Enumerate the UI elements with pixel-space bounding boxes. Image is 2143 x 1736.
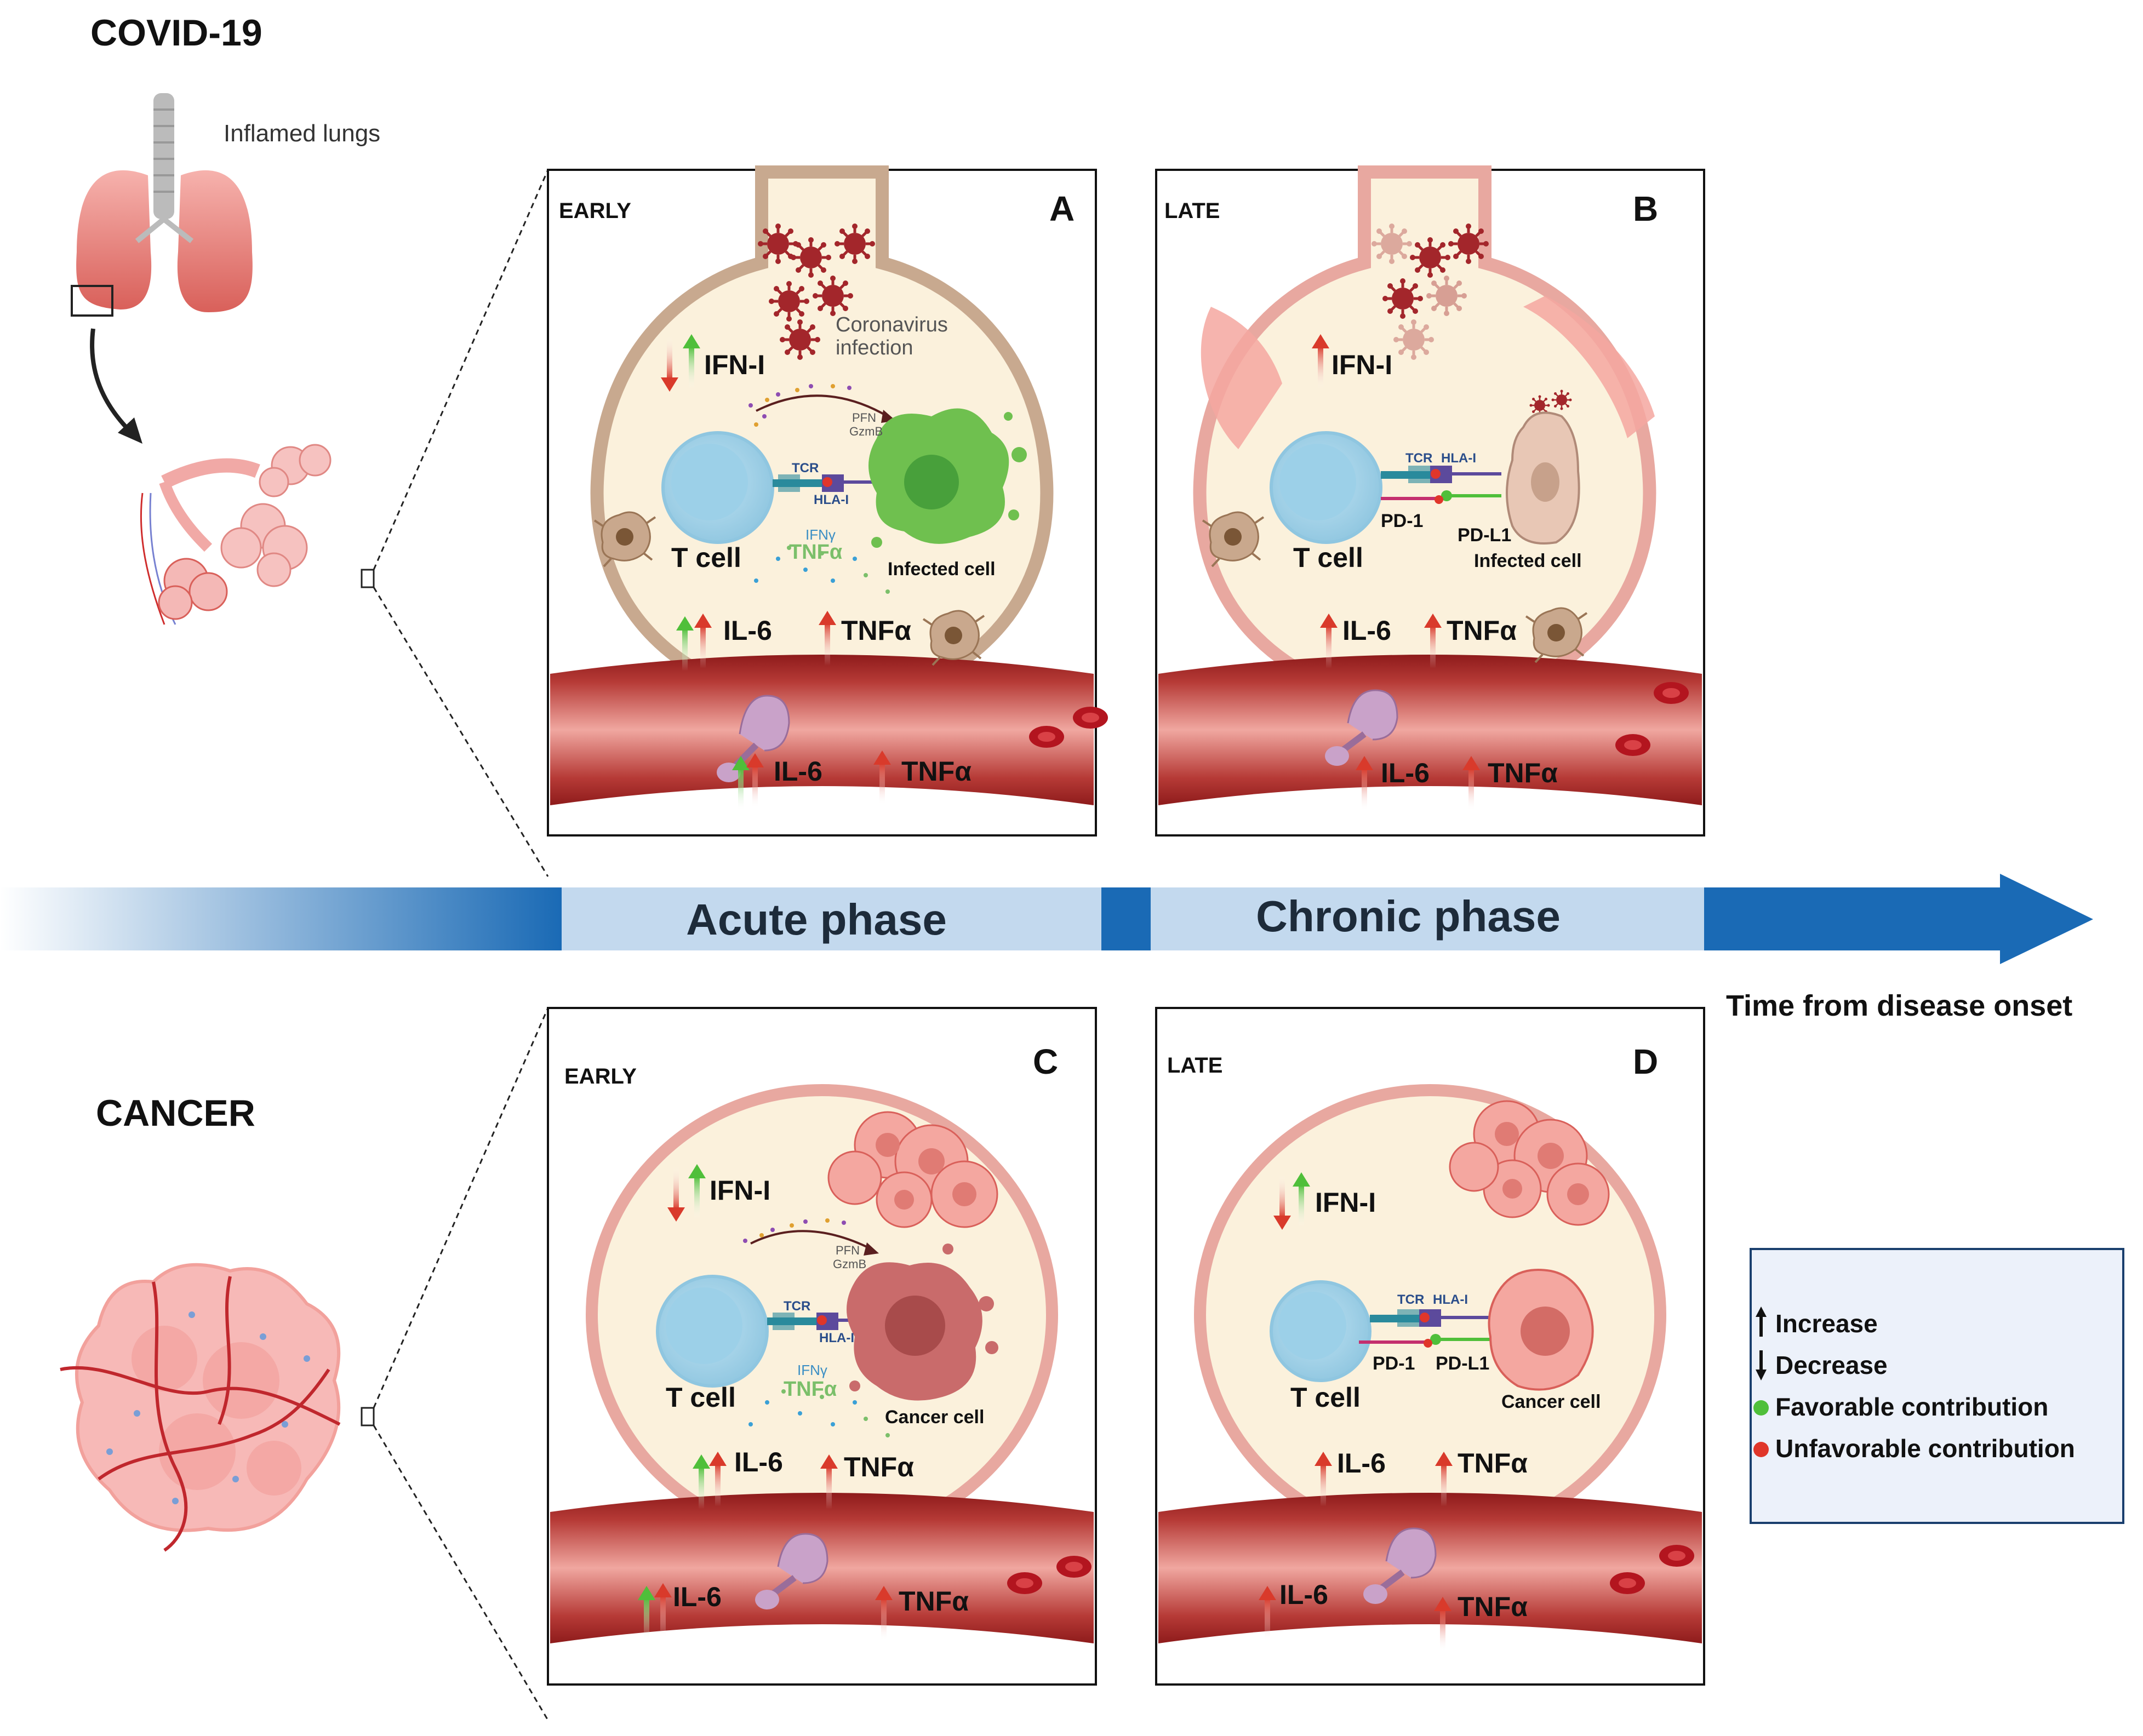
- panel-b-pdl1: PD-L1: [1458, 525, 1511, 546]
- panel-d-target: Cancer cell: [1501, 1391, 1601, 1412]
- panel-d-vessel-il6: IL-6: [1279, 1579, 1328, 1610]
- panel-c: [547, 1007, 1097, 1686]
- tumor-cluster-c-icon: [827, 1111, 998, 1228]
- legend-unfavorable: Unfavorable contribution: [1775, 1434, 2075, 1463]
- panel-a-pfn: PFN: [852, 411, 876, 425]
- panel-d-hla: HLA-I: [1433, 1292, 1468, 1307]
- panel-d-pdl1: PD-L1: [1436, 1353, 1489, 1374]
- panel-c-target: Cancer cell: [885, 1407, 984, 1428]
- panel-b-vessel-tnf: TNFα: [1488, 758, 1558, 788]
- legend: Increase Decrease Favorable contribution…: [1750, 1248, 2124, 1524]
- tumor-icon: [60, 1263, 341, 1552]
- panel-b-ifn: IFN-I: [1331, 350, 1392, 380]
- panel-c-vessel-il6: IL-6: [673, 1582, 722, 1612]
- panel-a-ifn: IFN-I: [704, 350, 765, 380]
- panel-d-tcell: T cell: [1290, 1382, 1361, 1413]
- panel-a-ifng: IFNγ: [805, 526, 836, 543]
- unfavorable-dot-icon: [1753, 1442, 1769, 1457]
- panel-a-hla: HLA-I: [814, 492, 849, 507]
- legend-favorable: Favorable contribution: [1775, 1393, 2048, 1421]
- panel-a-vessel-tnf: TNFα: [901, 756, 972, 787]
- infected-cell-a-icon: [868, 408, 1027, 548]
- monocyte-c-icon: [755, 1533, 828, 1609]
- panel-a-tnf: TNFα: [841, 615, 911, 646]
- chronic-phase-label: Chronic phase: [1256, 892, 1561, 941]
- cancer-cell-d-icon: [1488, 1269, 1594, 1391]
- panel-a-il6: IL-6: [723, 615, 772, 646]
- panel-c-tnf: TNFα: [844, 1452, 914, 1482]
- panel-d-ifn: IFN-I: [1315, 1187, 1376, 1218]
- panel-d-pd1: PD-1: [1373, 1353, 1415, 1374]
- panel-b: [1155, 165, 1705, 837]
- panel-a-tcr: TCR: [792, 461, 819, 475]
- panel-c-tcell: T cell: [666, 1382, 736, 1413]
- lung-label: Inflamed lungs: [224, 120, 380, 147]
- time-axis-label: Time from disease onset: [1726, 989, 2072, 1022]
- panel-b-vessel-il6: IL-6: [1381, 758, 1430, 788]
- cancer-cell-c-icon: [847, 1244, 998, 1401]
- zoom-arrow: [90, 328, 142, 444]
- monocyte-icon: [717, 695, 790, 782]
- panel-b-target: Infected cell: [1474, 551, 1582, 571]
- panel-c-ifng: IFNγ: [797, 1362, 827, 1378]
- panel-b-tcell: T cell: [1293, 542, 1363, 573]
- panel-c-stage: EARLY: [564, 1064, 637, 1088]
- timeline-bar: [0, 874, 2093, 964]
- panel-a-stage: EARLY: [559, 199, 631, 223]
- panel-d-tnf: TNFα: [1458, 1448, 1528, 1479]
- panel-c-tnf-inner: TNFα: [784, 1378, 837, 1401]
- panel-a-tcell: T cell: [671, 542, 741, 573]
- panel-a-vessel-il6: IL-6: [774, 756, 822, 787]
- lung-zoom-box: [71, 285, 113, 317]
- panel-a-letter: A: [1049, 189, 1075, 228]
- panel-d-tcr: TCR: [1397, 1292, 1424, 1307]
- legend-increase: Increase: [1775, 1309, 1878, 1338]
- panel-b-tcr: TCR: [1405, 451, 1432, 466]
- panel-a: [547, 165, 1108, 837]
- panel-d-il6: IL-6: [1337, 1448, 1386, 1479]
- alveoli-zoom-marker: [361, 569, 375, 588]
- panel-c-gzmb: GzmB: [833, 1257, 866, 1271]
- monocyte-b-icon: [1325, 689, 1398, 766]
- panel-d: [1155, 1007, 1705, 1686]
- cancer-heading: CANCER: [96, 1092, 255, 1134]
- tumor-zoom-marker: [361, 1407, 375, 1426]
- covid-heading: COVID-19: [90, 12, 262, 54]
- panel-b-tnf: TNFα: [1447, 615, 1517, 646]
- zoom-lines-bottom: [373, 1007, 549, 1721]
- monocyte-d-icon: [1363, 1527, 1437, 1604]
- panel-a-gzmb: GzmB: [849, 425, 883, 438]
- favorable-dot-icon: [1753, 1400, 1769, 1416]
- legend-increase-icon: [1756, 1307, 1767, 1337]
- panel-a-target: Infected cell: [888, 559, 996, 580]
- panel-b-pd1: PD-1: [1381, 511, 1423, 531]
- zoom-lines-top: [373, 169, 549, 877]
- panel-b-hla: HLA-I: [1441, 451, 1476, 466]
- legend-decrease-icon: [1756, 1350, 1767, 1380]
- acute-phase-label: Acute phase: [686, 895, 947, 944]
- panel-c-vessel-tnf: TNFα: [899, 1586, 969, 1617]
- panel-b-il6: IL-6: [1342, 615, 1391, 646]
- panel-a-tnf-inner: TNFα: [789, 541, 842, 564]
- panel-b-letter: B: [1633, 189, 1658, 228]
- panel-c-il6: IL-6: [734, 1447, 783, 1477]
- panel-c-letter: C: [1033, 1042, 1058, 1081]
- panel-c-hla: HLA-I: [819, 1331, 854, 1345]
- panel-c-tcr: TCR: [784, 1299, 810, 1314]
- alveoli-icon: [140, 444, 332, 625]
- panel-c-pfn: PFN: [836, 1244, 860, 1257]
- panel-d-letter: D: [1633, 1042, 1658, 1081]
- panel-c-ifn: IFN-I: [710, 1175, 770, 1206]
- tumor-cluster-d-icon: [1449, 1100, 1610, 1226]
- infected-cell-b-icon: [1506, 411, 1580, 545]
- lung-icon: [76, 93, 253, 312]
- panel-b-stage: LATE: [1164, 199, 1220, 223]
- legend-decrease: Decrease: [1775, 1351, 1888, 1379]
- panel-d-vessel-tnf: TNFα: [1458, 1591, 1528, 1622]
- panel-d-stage: LATE: [1167, 1053, 1222, 1078]
